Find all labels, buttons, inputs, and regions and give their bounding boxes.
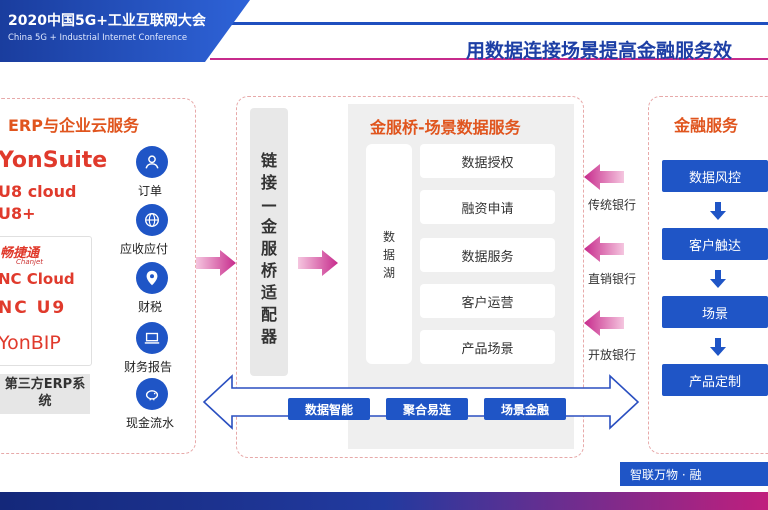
brand-yonsuite: YonSuite xyxy=(0,148,108,173)
arrow-left-icon xyxy=(584,164,624,190)
fin-item-scene: 场景 xyxy=(662,296,768,328)
service-item-financing-application: 融资申请 xyxy=(420,190,555,224)
laptop-icon xyxy=(136,322,168,354)
brand-yonbip: YonBIP xyxy=(0,332,61,354)
tag-scene-finance: 场景金融 xyxy=(484,398,566,420)
brand-chanjet-en: Chanjet xyxy=(16,258,44,266)
service-item-data-service: 数据服务 xyxy=(420,238,555,272)
bank-label-traditional: 传统银行 xyxy=(588,198,637,212)
brand-chanjet: 畅捷通 xyxy=(0,246,40,261)
financial-services-title: 金融服务 xyxy=(674,116,739,135)
bank-label-open: 开放银行 xyxy=(588,348,637,362)
conference-banner: 2020中国5G+工业互联网大会 China 5G + Industrial I… xyxy=(0,0,250,62)
service-item-product-scene: 产品场景 xyxy=(420,330,555,364)
financial-services-panel xyxy=(648,96,768,454)
icon-label-receivable: 应收应付 xyxy=(120,242,169,256)
arrow-down-icon xyxy=(710,270,726,288)
arrow-right-icon xyxy=(196,250,236,276)
service-item-data-authorization: 数据授权 xyxy=(420,144,555,178)
erp-panel xyxy=(0,98,196,454)
user-icon xyxy=(136,146,168,178)
icon-label-cashflow: 现金流水 xyxy=(126,416,175,430)
icon-label-tax: 财税 xyxy=(138,300,163,314)
slide-title: 用数据连接场景提高金融服务效 xyxy=(466,40,733,62)
piggy-bank-icon xyxy=(136,378,168,410)
arrow-down-icon xyxy=(710,338,726,356)
data-lake xyxy=(366,144,412,364)
tag-data-intelligence: 数据智能 xyxy=(288,398,370,420)
fin-item-risk-control: 数据风控 xyxy=(662,160,768,192)
header-accent-rule xyxy=(210,58,768,60)
header: 2020中国5G+工业互联网大会 China 5G + Industrial I… xyxy=(0,0,768,66)
arrow-right-icon xyxy=(298,250,338,276)
brand-logo-frame xyxy=(0,236,92,366)
data-lake-label: 数据湖 xyxy=(382,230,395,280)
arrow-down-icon xyxy=(710,202,726,220)
footer-slogan: 智联万物 · 融 xyxy=(620,462,768,486)
service-item-customer-operation: 客户运营 xyxy=(420,284,555,318)
brand-u8-cloud: U8 cloud xyxy=(0,182,77,201)
pin-icon xyxy=(136,262,168,294)
globe-icon xyxy=(136,204,168,236)
brand-nc-cloud: NC Cloud xyxy=(0,270,75,288)
header-rule xyxy=(220,22,768,25)
scene-data-service-title: 金服桥-场景数据服务 xyxy=(370,118,521,137)
third-party-erp: 第三方ERP系统 xyxy=(0,374,90,414)
conference-subtitle: China 5G + Industrial Internet Conferenc… xyxy=(8,33,188,43)
brand-u8-plus: U8+ xyxy=(0,204,36,223)
conference-title: 2020中国5G+工业互联网大会 xyxy=(8,13,206,29)
bank-label-direct: 直销银行 xyxy=(588,272,637,286)
erp-panel-title: ERP与企业云服务 xyxy=(8,116,139,135)
fin-item-customer-reach: 客户触达 xyxy=(662,228,768,260)
icon-label-order: 订单 xyxy=(138,184,163,198)
adapter-label: 链接—金服桥适配器 xyxy=(260,151,277,346)
arrow-left-icon xyxy=(584,310,624,336)
icon-label-report: 财务报告 xyxy=(124,360,173,374)
footer-bar xyxy=(0,492,768,510)
service-panel xyxy=(236,96,584,458)
adapter-block xyxy=(250,108,288,376)
fin-item-product-customization: 产品定制 xyxy=(662,364,768,396)
arrow-left-icon xyxy=(584,236,624,262)
brand-nc-u9: NC U9 xyxy=(0,298,67,318)
tag-aggregation: 聚合易连 xyxy=(386,398,468,420)
